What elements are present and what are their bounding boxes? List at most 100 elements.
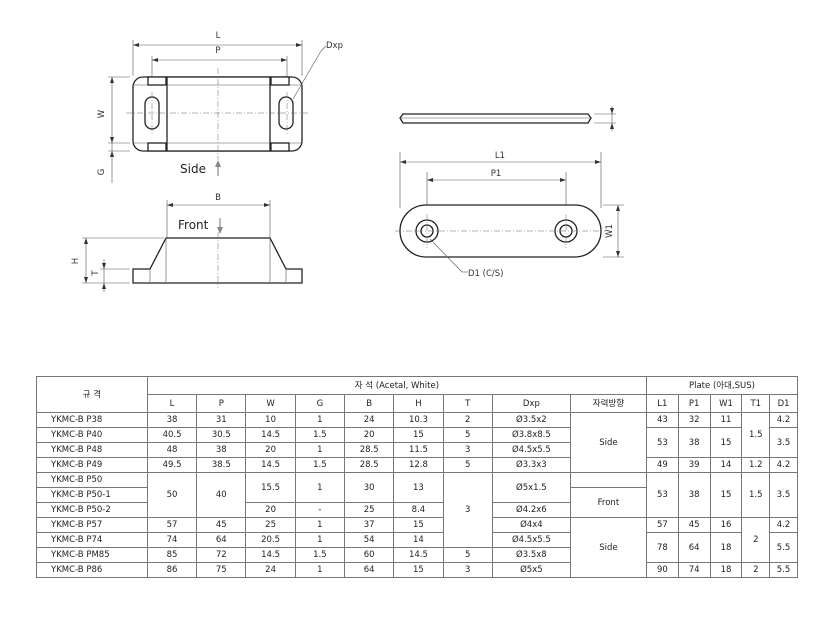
model-cell: YKMC-B P50 (36, 472, 148, 488)
cell: 1.2 (741, 457, 771, 473)
cell: 28.5 (344, 442, 395, 458)
cell: 15 (393, 562, 444, 578)
cell: 1.5 (741, 412, 771, 458)
cell: 14.5 (245, 547, 296, 563)
cell: Ø3.5x8 (491, 547, 571, 563)
cell: 8.4 (393, 502, 444, 518)
cell: 1 (294, 517, 346, 533)
dim-P: P (215, 46, 220, 56)
col-direction: 자력방향 (569, 394, 647, 413)
cell: 14 (709, 457, 743, 473)
cell: 43 (645, 412, 679, 428)
model-cell: YKMC-B P40 (36, 427, 148, 443)
cell: 10.3 (393, 412, 444, 428)
cell: 3.5 (769, 472, 798, 518)
cell: 5.5 (769, 562, 798, 578)
cell: 53 (645, 427, 679, 458)
cell: 48 (146, 442, 198, 458)
model-cell: YKMC-B P74 (36, 532, 148, 548)
dim-L1: L1 (495, 151, 505, 161)
model-cell: YKMC-B P57 (36, 517, 148, 533)
cell: 64 (196, 532, 247, 548)
cell: 38 (146, 412, 198, 428)
cell: 10 (245, 412, 296, 428)
cell: Ø3.5x2 (491, 412, 571, 428)
col-B: B (344, 394, 395, 413)
cell: 64 (677, 532, 711, 563)
col-W: W (245, 394, 296, 413)
cell: Ø5x5 (491, 562, 571, 578)
cell: 75 (196, 562, 247, 578)
cell: 25 (344, 502, 395, 518)
col-Dxp: Dxp (491, 394, 571, 413)
cell: 64 (344, 562, 395, 578)
cell: Ø3.3x3 (491, 457, 571, 473)
cell: 1.5 (294, 427, 346, 443)
cell: 15 (709, 472, 743, 518)
plate-top-view: L1 P1 W1 D1 (C/S) (395, 151, 624, 279)
cell: 30 (344, 472, 395, 503)
cell: 5.5 (769, 532, 798, 563)
col-H: H (393, 394, 444, 413)
cell: 3 (442, 472, 493, 548)
model-cell: YKMC-B P48 (36, 442, 148, 458)
cell: Ø4x4 (491, 517, 571, 533)
cell: 45 (677, 517, 711, 533)
cell: 3.5 (769, 427, 798, 458)
cell: 20 (344, 427, 395, 443)
direction-cell: Side (569, 517, 647, 578)
table-row: YKMC-B P86 86 75 24 1 64 15 3 Ø5x5 90 74… (36, 562, 798, 578)
cell: 13 (393, 472, 444, 503)
side-view-label: Side (180, 162, 206, 176)
cell: 57 (146, 517, 198, 533)
cell: 25 (245, 517, 296, 533)
dim-W1: W1 (605, 224, 615, 238)
table-row: YKMC-B P38 38 31 10 1 24 10.3 2 Ø3.5x2 S… (36, 412, 798, 473)
header-magnet: 자 석 (Acetal, White) (146, 376, 647, 395)
cell: 11.5 (393, 442, 444, 458)
direction-cell: Front (569, 487, 647, 518)
cell: 24 (245, 562, 296, 578)
cell: 49.5 (146, 457, 198, 473)
cell: Ø5x1.5 (491, 472, 571, 503)
cell: 14 (393, 532, 444, 548)
table-row: YKMC-B P49 49.5 38.5 14.5 1.5 28.5 12.8 … (36, 457, 798, 473)
table-row: YKMC-B P50-1 Front (36, 487, 798, 518)
cell: 3 (442, 442, 493, 458)
cell: 15 (393, 517, 444, 533)
cell: 30.5 (196, 427, 247, 443)
cell: 18 (709, 562, 743, 578)
col-T: T (442, 394, 493, 413)
dim-B: B (215, 193, 221, 203)
cell: 40.5 (146, 427, 198, 443)
cell: 40 (196, 472, 247, 518)
cell: 24 (344, 412, 395, 428)
model-cell: YKMC-B P38 (36, 412, 148, 428)
cell: 2 (741, 517, 771, 563)
cell: 74 (146, 532, 198, 548)
cell: 32 (677, 412, 711, 428)
cell: 50 (146, 472, 198, 518)
cell: 72 (196, 547, 247, 563)
model-cell: YKMC-B PM85 (36, 547, 148, 563)
cell: 85 (146, 547, 198, 563)
cell: 38.5 (196, 457, 247, 473)
col-P1: P1 (677, 394, 711, 413)
cell: Ø4.5x5.5 (491, 442, 571, 458)
cell: 57 (645, 517, 679, 533)
spec-table: 규 격 자 석 (Acetal, White) Plate (아대,SUS) L… (36, 376, 799, 578)
dim-L: L (216, 31, 221, 41)
cell: 38 (196, 442, 247, 458)
table-row: YKMC-B P57 57 45 25 1 37 15 Ø4x4 Side 57… (36, 517, 798, 578)
cell: Ø4.5x5.5 (491, 532, 571, 548)
col-L: L (146, 394, 198, 413)
cell: 60 (344, 547, 395, 563)
table-row: YKMC-B P50-2 20 - 25 8.4 Ø4.2x6 (36, 502, 798, 518)
cell: 5 (442, 457, 493, 473)
front-view-label: Front (178, 218, 209, 232)
cell: 2 (741, 562, 771, 578)
direction-cell: Side (569, 412, 647, 473)
cell: Ø3.8x8.5 (491, 427, 571, 443)
cell: 15 (709, 427, 743, 458)
dim-Dxp: Dxp (326, 41, 343, 51)
